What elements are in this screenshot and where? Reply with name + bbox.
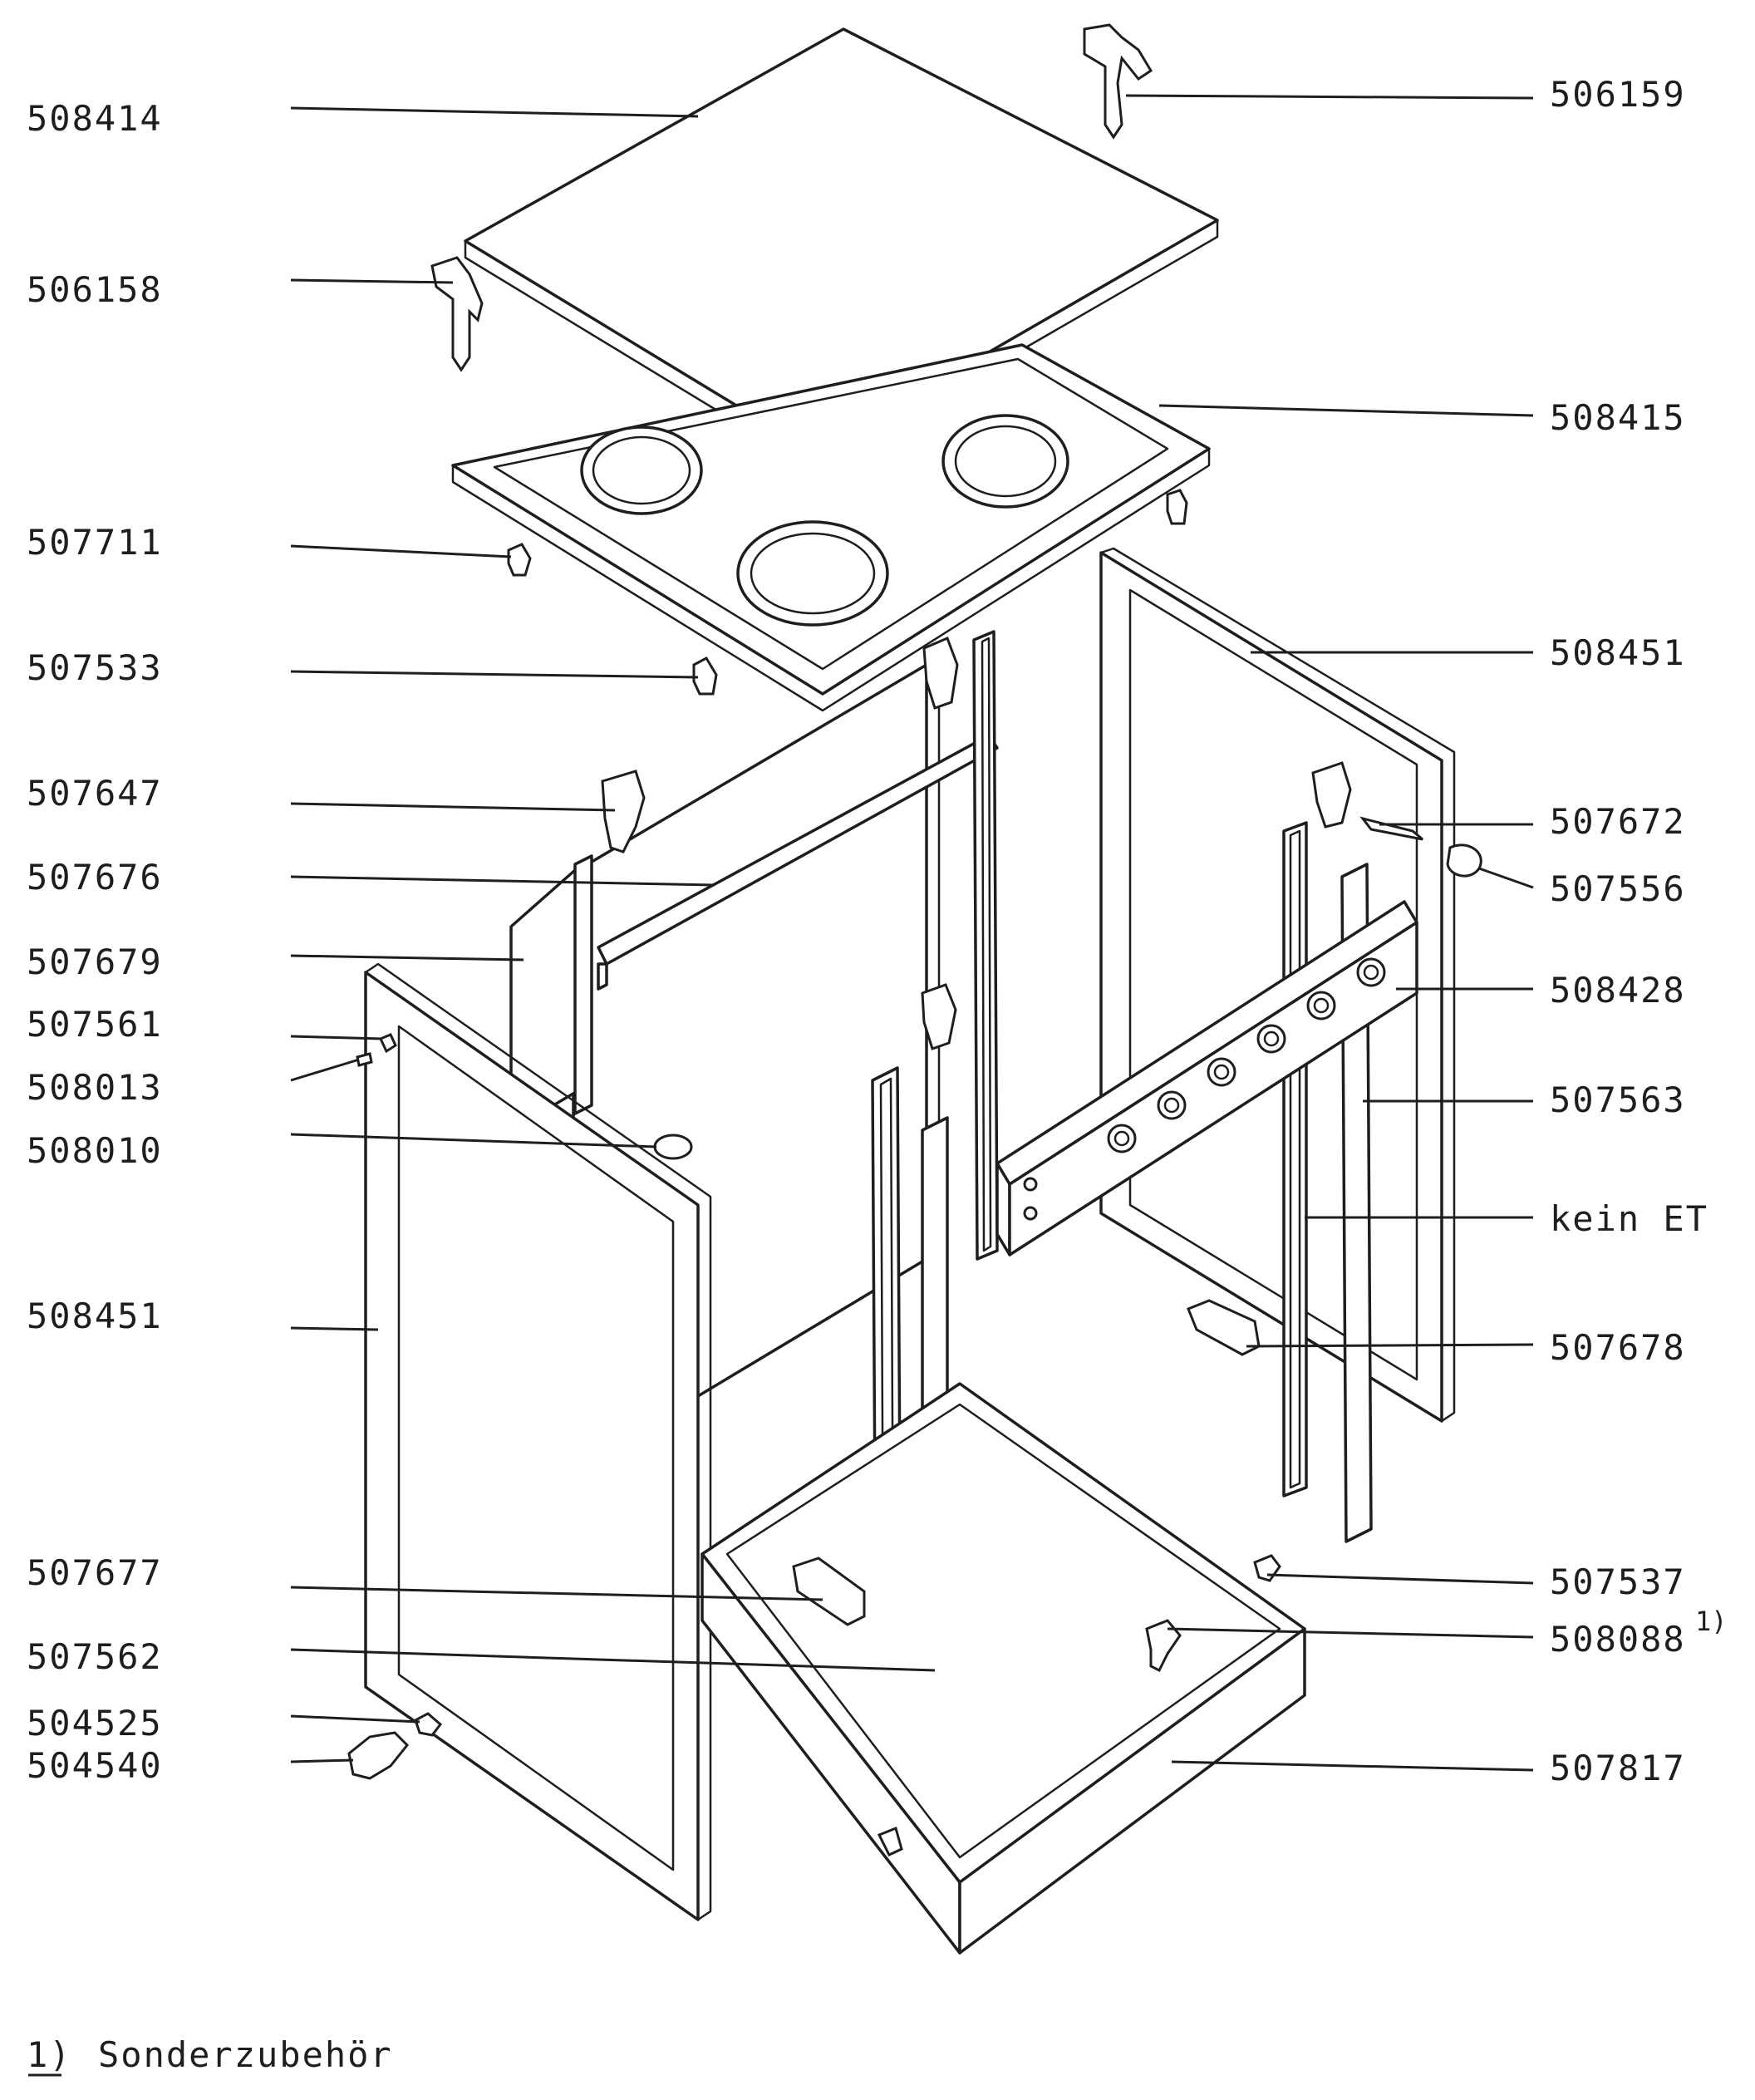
hob-plate xyxy=(451,343,1211,712)
callout-504540: 504540 xyxy=(27,1745,163,1786)
callout-508415: 508415 xyxy=(1550,397,1686,438)
top-rail-507676 xyxy=(597,734,999,991)
bracket-mid xyxy=(921,983,957,1050)
callout-507561: 507561 xyxy=(27,1004,163,1045)
clip-right-top xyxy=(1166,489,1188,525)
clip-base-front xyxy=(877,1826,903,1857)
bracket-507672-arm xyxy=(1359,816,1423,841)
callout-508013: 508013 xyxy=(27,1067,163,1108)
callout-507711: 507711 xyxy=(27,522,163,563)
callout-507537: 507537 xyxy=(1550,1561,1686,1602)
callout-508414: 508414 xyxy=(27,98,163,139)
callout-507676: 507676 xyxy=(27,857,163,898)
clip-507711 xyxy=(507,543,532,577)
footnote-text: Sonderzubehör xyxy=(98,2034,393,2075)
bracket-upper-right xyxy=(922,637,959,710)
burner-ring-left xyxy=(580,425,703,515)
clip-507533 xyxy=(692,657,718,696)
callout-507677: 507677 xyxy=(27,1552,163,1593)
footnote-marker: 1) xyxy=(27,2034,72,2075)
callout-508088: 508088 xyxy=(1550,1619,1686,1660)
callout-labels-left: 508414 506158 507711 507533 507647 50767… xyxy=(27,98,163,1786)
channel-kein-et xyxy=(1282,821,1308,1498)
callout-507562: 507562 xyxy=(27,1636,163,1677)
callout-kein-et: kein ET xyxy=(1550,1198,1708,1239)
callout-507533: 507533 xyxy=(27,647,163,688)
callout-508451-left: 508451 xyxy=(27,1296,163,1336)
spring-504525 xyxy=(414,1712,443,1737)
runner-507677 xyxy=(792,1557,866,1626)
callout-506158: 506158 xyxy=(27,269,163,310)
plug-508010 xyxy=(653,1134,693,1160)
callout-507556: 507556 xyxy=(1550,868,1686,909)
callout-508451-right: 508451 xyxy=(1550,632,1686,673)
cabinet-drawing xyxy=(347,23,1482,1955)
callout-507817: 507817 xyxy=(1550,1748,1686,1788)
callout-labels-right: 506159 508415 508451 507672 507556 50842… xyxy=(1550,74,1728,1788)
burner-ring-front xyxy=(736,520,889,627)
channel-mid-rear xyxy=(972,630,999,1261)
footnote: 1) Sonderzubehör xyxy=(27,2034,393,2077)
hook-507537 xyxy=(1253,1554,1281,1582)
callout-506159: 506159 xyxy=(1550,74,1686,115)
callout-504525: 504525 xyxy=(27,1703,163,1743)
leader-lines xyxy=(290,94,1534,1772)
hinge-right xyxy=(1083,23,1153,140)
channel-left-rear xyxy=(573,854,593,1115)
burner-ring-right xyxy=(941,414,1069,509)
cam-507556 xyxy=(1446,843,1482,878)
control-fascia xyxy=(995,900,1418,1257)
bracket-507647 xyxy=(601,770,646,853)
callout-507679: 507679 xyxy=(27,942,163,982)
left-side-panel xyxy=(364,962,712,1921)
foot-508088 xyxy=(1145,1619,1182,1673)
callout-507678: 507678 xyxy=(1550,1327,1686,1368)
base-frame xyxy=(701,1382,1306,1955)
callout-508088-footnote-marker: 1) xyxy=(1695,1606,1728,1637)
screw-508013 xyxy=(356,1052,373,1067)
callout-507672: 507672 xyxy=(1550,801,1686,842)
callout-508010: 508010 xyxy=(27,1130,163,1171)
callout-508428: 508428 xyxy=(1550,970,1686,1011)
callout-507647: 507647 xyxy=(27,773,163,814)
hinge-left xyxy=(430,256,484,372)
callout-507563: 507563 xyxy=(1550,1080,1686,1120)
screw-507561 xyxy=(378,1033,397,1054)
bracket-507672 xyxy=(1311,761,1352,829)
hinge-504540 xyxy=(347,1731,410,1780)
